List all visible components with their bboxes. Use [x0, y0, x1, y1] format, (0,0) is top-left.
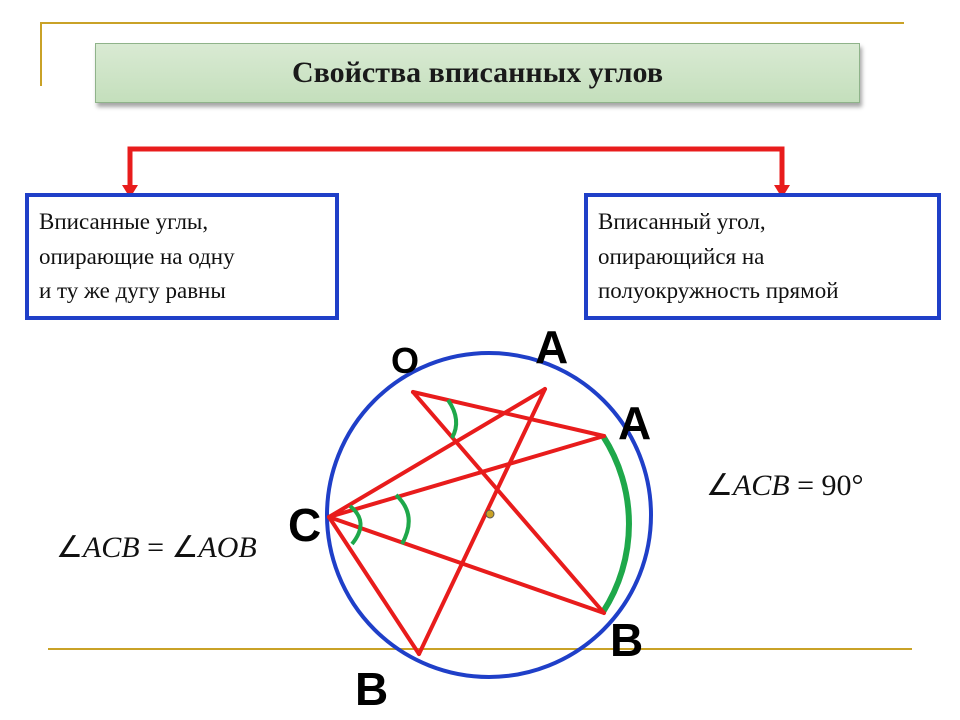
formula-rhs: AOB: [198, 531, 257, 564]
label-a-top: A: [535, 321, 569, 373]
chord-a-top-b-bottom: [417, 387, 547, 656]
formula-rhs: 90°: [821, 469, 864, 502]
property-card-right-angle: Вписанный угол, опирающийся на полуокруж…: [584, 193, 941, 320]
connector-arrow-right: [774, 185, 790, 198]
frame-line-bottom: [48, 648, 912, 650]
chord-o-a-right: [411, 390, 606, 438]
frame-line-left: [40, 22, 42, 86]
card-line: опирающие на одну: [39, 243, 235, 269]
formula-lhs: ACB: [82, 531, 140, 564]
title-banner: Свойства вписанных углов: [95, 43, 860, 103]
chord-c-a-top: [327, 387, 547, 519]
frame-line-top: [40, 22, 904, 24]
card-line: опирающийся на: [598, 243, 765, 269]
connector-arrow-left: [122, 185, 138, 198]
card-line: полуокружность прямой: [598, 278, 839, 303]
angle-symbol: ∠: [706, 469, 733, 502]
chord-c-b-right: [327, 515, 606, 615]
chords: [327, 387, 606, 656]
page-title: Свойства вписанных углов: [291, 56, 664, 89]
card-line: Вписанный угол,: [598, 209, 766, 234]
angle-arc-c-inner: [348, 504, 363, 546]
label-a-right: A: [618, 397, 652, 449]
label-b-bottom: B: [355, 663, 389, 715]
equals-sign: =: [139, 531, 172, 564]
formula-equal-angles: ∠ACB = ∠AOB: [56, 530, 257, 565]
angle-arc-c-outer: [394, 493, 411, 545]
angle-symbol: ∠: [56, 531, 83, 564]
highlighted-arc: [600, 434, 632, 614]
center-point: [485, 509, 495, 519]
label-c: C: [288, 499, 322, 551]
card-line: Вписанные углы,: [39, 209, 209, 234]
equals-sign: =: [789, 469, 822, 502]
property-card-equal-angles: Вписанные углы, опирающие на одну и ту ж…: [25, 193, 339, 320]
formula-right-angle: ∠ACB = 90°: [706, 468, 864, 503]
formula-lhs: ACB: [732, 469, 790, 502]
chord-c-b-bottom: [327, 515, 421, 656]
card-line: и ту же дугу равны: [39, 278, 226, 303]
label-b-right: B: [610, 614, 644, 666]
angle-symbol: ∠: [171, 531, 199, 564]
chord-o-b-right: [411, 390, 606, 615]
angle-marks: [348, 398, 459, 546]
chord-c-a-right: [327, 434, 606, 519]
label-o: O: [391, 340, 420, 381]
connector-bracket: [127, 146, 785, 190]
angle-arc-o: [446, 398, 459, 439]
circle: [325, 351, 653, 679]
